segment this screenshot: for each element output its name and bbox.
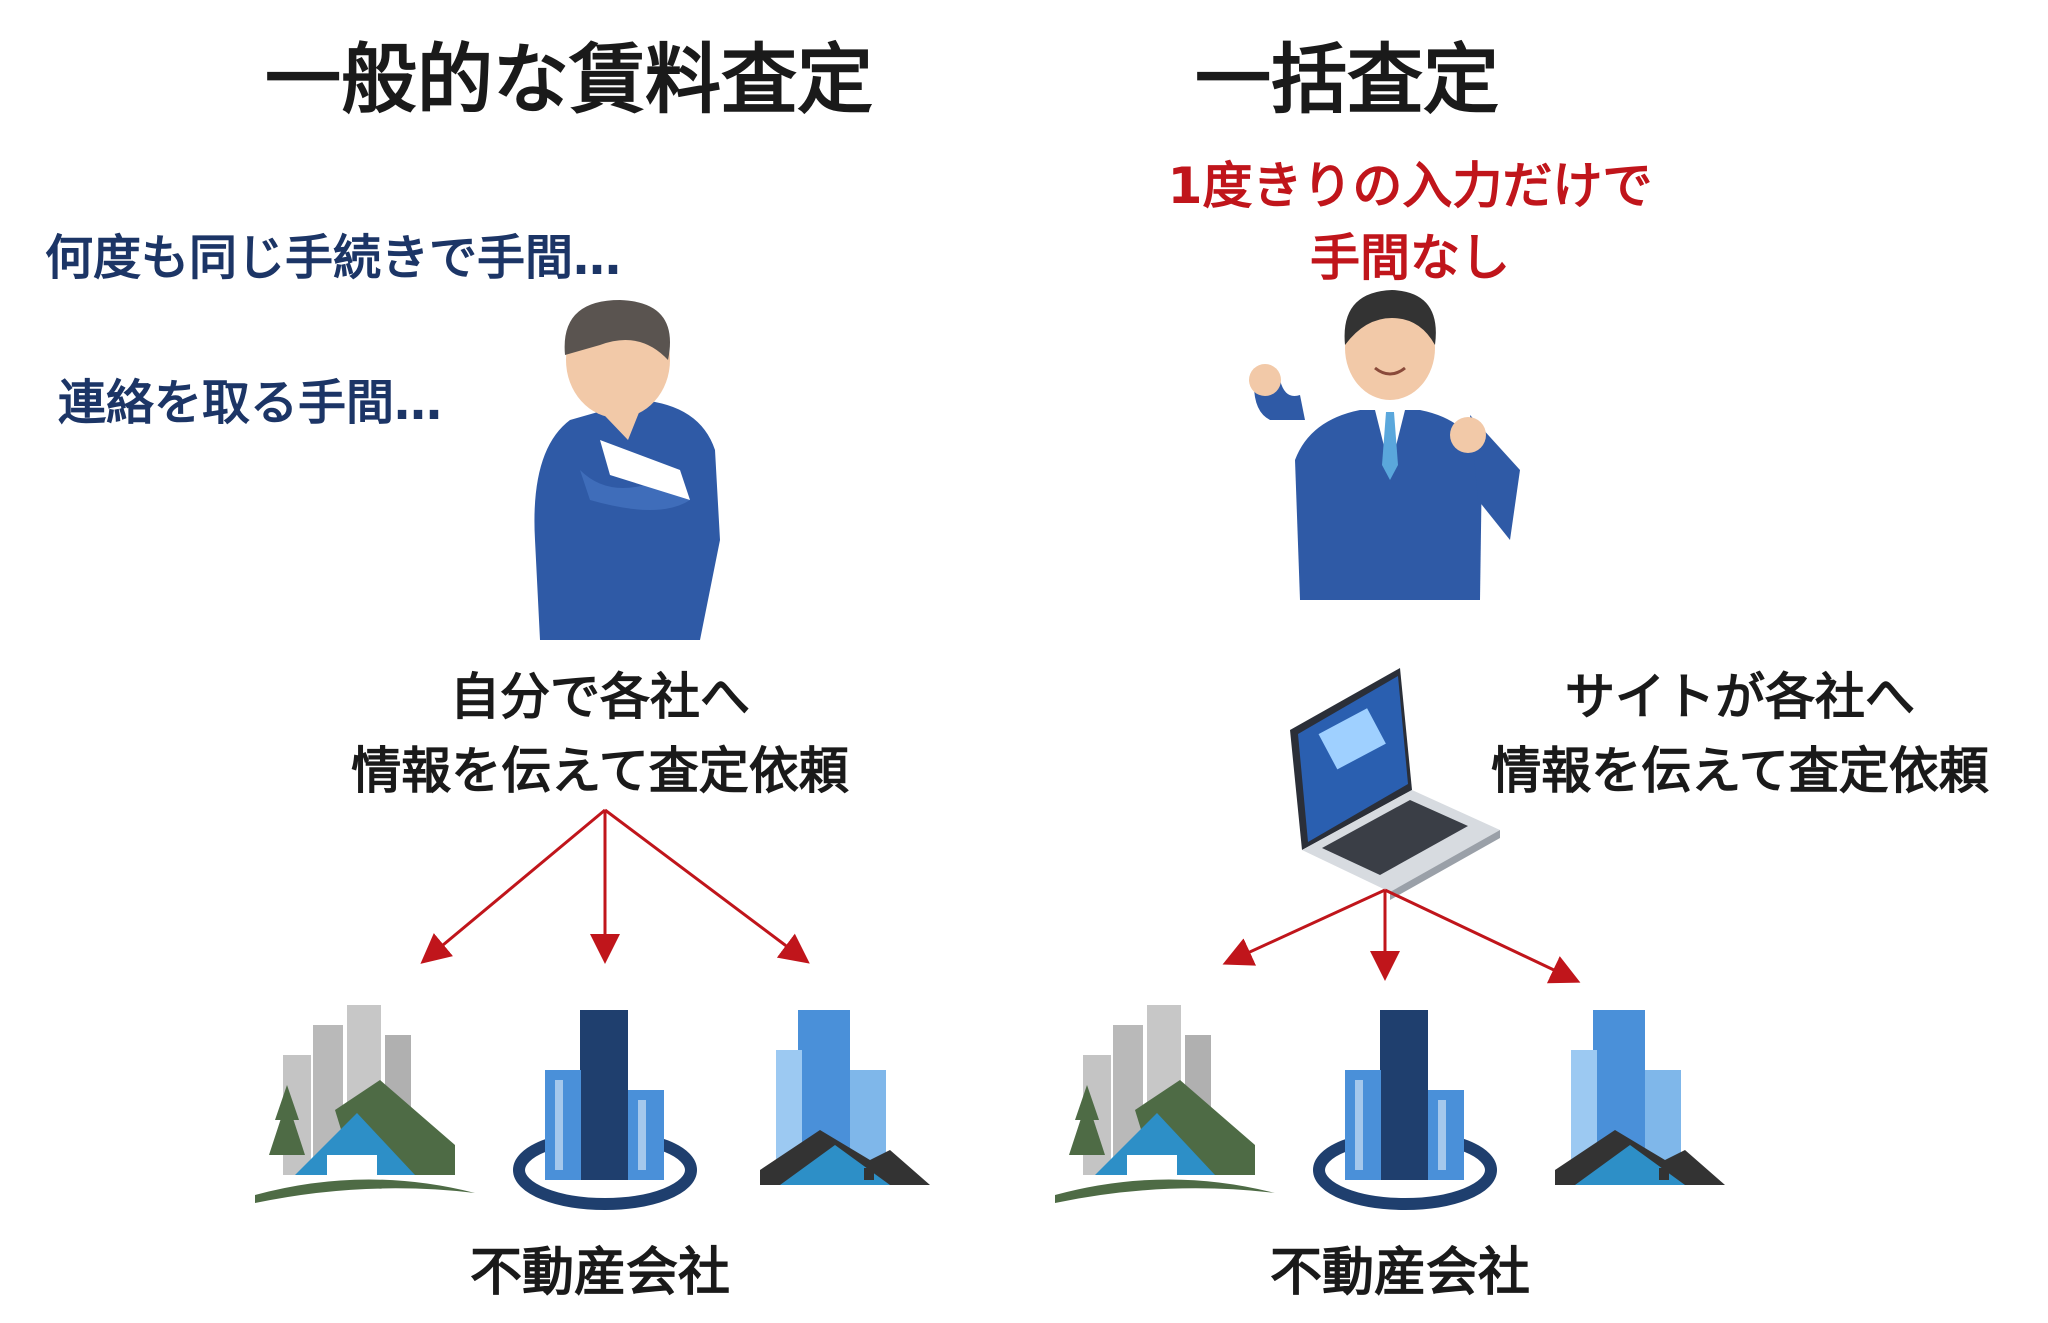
house-buildings-icon	[255, 1005, 475, 1203]
tower-building-icon	[1319, 1010, 1491, 1204]
worry-text-1: 何度も同じ手続きで手間…	[45, 230, 622, 286]
left-request-line-2: 情報を伝えて査定依頼	[351, 742, 849, 800]
right-companies-label: 不動産会社	[1269, 1243, 1530, 1303]
laptop-icon	[1290, 668, 1500, 900]
right-request-text: サイトが各社へ 情報を伝えて査定依頼	[1440, 660, 2040, 808]
right-request-line-1: サイトが各社へ	[1565, 668, 1915, 726]
blue-buildings-icon	[1555, 1010, 1725, 1185]
right-arrows	[1222, 888, 1581, 984]
benefit-line-1: 1度きりの入力だけで	[1167, 157, 1653, 215]
worry-text-2: 連絡を取る手間…	[58, 375, 443, 431]
benefit-line-2: 手間なし	[1310, 229, 1510, 287]
right-company-icons	[1055, 1005, 1725, 1204]
left-title: 一般的な賃料査定	[265, 35, 873, 124]
benefit-text: 1度きりの入力だけで 手間なし	[1050, 150, 1770, 294]
right-title: 一括査定	[1195, 35, 1499, 124]
left-arrows	[420, 808, 810, 964]
arrow-icon	[1222, 888, 1386, 966]
arrow-icon	[1384, 888, 1581, 984]
tower-building-icon	[519, 1010, 691, 1204]
right-request-line-2: 情報を伝えて査定依頼	[1491, 742, 1989, 800]
happy-businessman-icon	[1249, 290, 1520, 600]
left-companies-label: 不動産会社	[469, 1243, 730, 1303]
worried-businessman-icon	[534, 300, 720, 640]
left-request-line-1: 自分で各社へ	[450, 668, 750, 726]
left-company-icons	[255, 1005, 930, 1204]
house-buildings-icon	[1055, 1005, 1275, 1203]
blue-buildings-icon	[760, 1010, 930, 1185]
arrow-icon	[604, 808, 810, 964]
left-request-text: 自分で各社へ 情報を伝えて査定依頼	[280, 660, 920, 808]
arrow-icon	[420, 808, 606, 964]
